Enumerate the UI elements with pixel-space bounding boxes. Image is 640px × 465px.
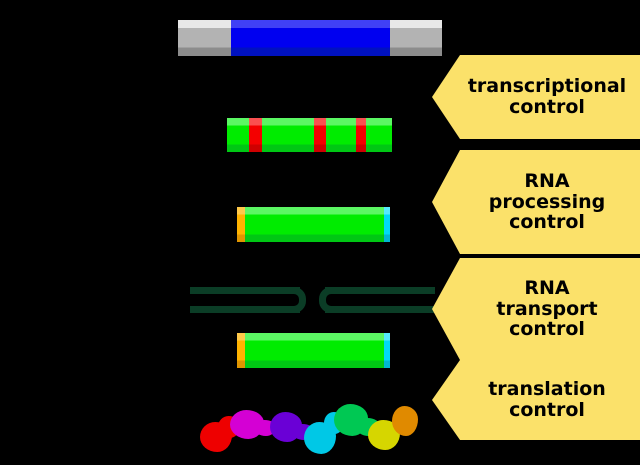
mrna-cytosol-5prime-cap xyxy=(237,333,245,368)
dna-flank-left-segment xyxy=(178,20,231,56)
mature-mrna-nuclear-bar xyxy=(237,207,390,242)
primary-transcript-bar xyxy=(227,118,392,152)
nuclear-pore-edge-right xyxy=(319,287,331,313)
callout-transcriptional-control-label: transcriptional control xyxy=(467,75,627,118)
callout-rna-transport-control-label: RNA transport control xyxy=(496,277,598,341)
nuclear-envelope-right xyxy=(319,287,435,313)
dna-coding-segment xyxy=(231,20,390,56)
mature-mrna-cytosol-bar xyxy=(237,333,390,368)
callout-rna-processing-control-label: RNA processing control xyxy=(488,170,606,234)
transcript-intron-stripe-1 xyxy=(249,118,262,152)
transcript-intron-stripe-3 xyxy=(356,118,366,152)
mrna-cytosol-body xyxy=(245,333,384,368)
gene-dna-bar xyxy=(178,20,442,56)
callout-rna-processing-control[interactable]: RNA processing control xyxy=(432,150,640,254)
protein-bead-orange xyxy=(392,406,418,436)
envelope-outer-membrane-right xyxy=(325,287,435,294)
envelope-outer-membrane-left xyxy=(190,287,300,294)
nuclear-envelope-left xyxy=(190,287,306,313)
callout-rna-transport-control[interactable]: RNA transport control xyxy=(432,258,640,360)
callout-translation-control[interactable]: translation control xyxy=(432,360,640,440)
callout-transcriptional-control[interactable]: transcriptional control xyxy=(432,55,640,139)
protein-chain xyxy=(196,398,418,456)
mrna-nuclear-3prime-tail xyxy=(384,207,390,242)
nuclear-pore-edge-left xyxy=(294,287,306,313)
envelope-inner-membrane-right xyxy=(325,306,435,313)
envelope-inner-membrane-left xyxy=(190,306,300,313)
callout-translation-control-label: translation control xyxy=(488,378,606,421)
dna-flank-right-segment xyxy=(390,20,442,56)
mrna-nuclear-5prime-cap xyxy=(237,207,245,242)
mrna-nuclear-body xyxy=(245,207,384,242)
transcript-intron-stripe-2 xyxy=(314,118,326,152)
mrna-cytosol-3prime-tail xyxy=(384,333,390,368)
